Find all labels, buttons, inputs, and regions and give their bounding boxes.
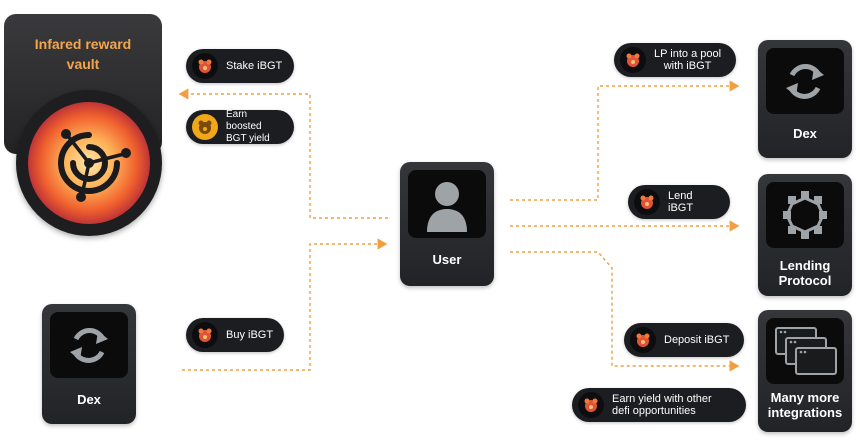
pill-lp-pool: LP into a pool with iBGT [614,43,736,77]
pill-buy-text: Buy iBGT [226,329,274,341]
pill-earn-boosted: Earn boosted BGT yield [186,109,294,144]
pill-earn-boosted-text: Earn boosted BGT yield [226,109,270,144]
dex-left-card: Dex [42,304,136,424]
bear-icon [620,47,646,73]
dex-right-card: Dex [758,40,852,158]
integrations-card: Many more integrations [758,310,852,432]
connector-user-to-integrations [510,251,740,372]
bear-icon [192,322,218,348]
windows-stack-icon [775,327,837,375]
pill-buy-ibgt: Buy iBGT [186,318,284,352]
pill-deposit-ibgt: Deposit iBGT [624,323,744,357]
bgt-bear-icon [192,114,218,140]
user-icon-box [408,170,486,238]
pill-stake-text: Stake iBGT [226,60,283,72]
refresh-icon [70,328,108,363]
user-card: User [400,162,494,286]
lending-network-icon [783,191,827,239]
user-label: User [432,252,462,267]
integrations-icon-box [766,318,844,384]
vault-title: Infared reward vault [34,36,132,72]
bear-icon [578,392,604,418]
pill-earn-other-text: Earn yield with other defi opportunities [612,393,712,417]
refresh-icon [786,64,824,99]
pill-stake-ibgt: Stake iBGT [186,49,294,83]
connector-user-to-vault [178,88,388,219]
lending-protocol-label: Lending Protocol [778,258,832,288]
pill-lp-text: LP into a pool with iBGT [654,48,722,72]
dex-left-icon-box [50,312,128,378]
infrared-logo-icon [58,129,131,202]
connector-user-to-dex [510,80,740,201]
bear-icon [192,53,218,79]
dex-right-label: Dex [793,126,817,141]
pill-lend-ibgt: Lend iBGT [628,185,730,219]
dex-left-label: Dex [77,392,101,407]
pill-earn-yield-other: Earn yield with other defi opportunities [572,388,746,422]
integrations-label: Many more integrations [767,390,843,420]
pill-lend-text: Lend iBGT [668,190,694,214]
vault-disc [16,90,162,236]
lending-icon-box [766,182,844,248]
user-icon [427,182,467,232]
pill-deposit-text: Deposit iBGT [664,334,730,346]
bear-icon [630,327,656,353]
bear-icon [634,189,660,215]
dex-right-icon-box [766,48,844,114]
lending-protocol-card: Lending Protocol [758,174,852,296]
